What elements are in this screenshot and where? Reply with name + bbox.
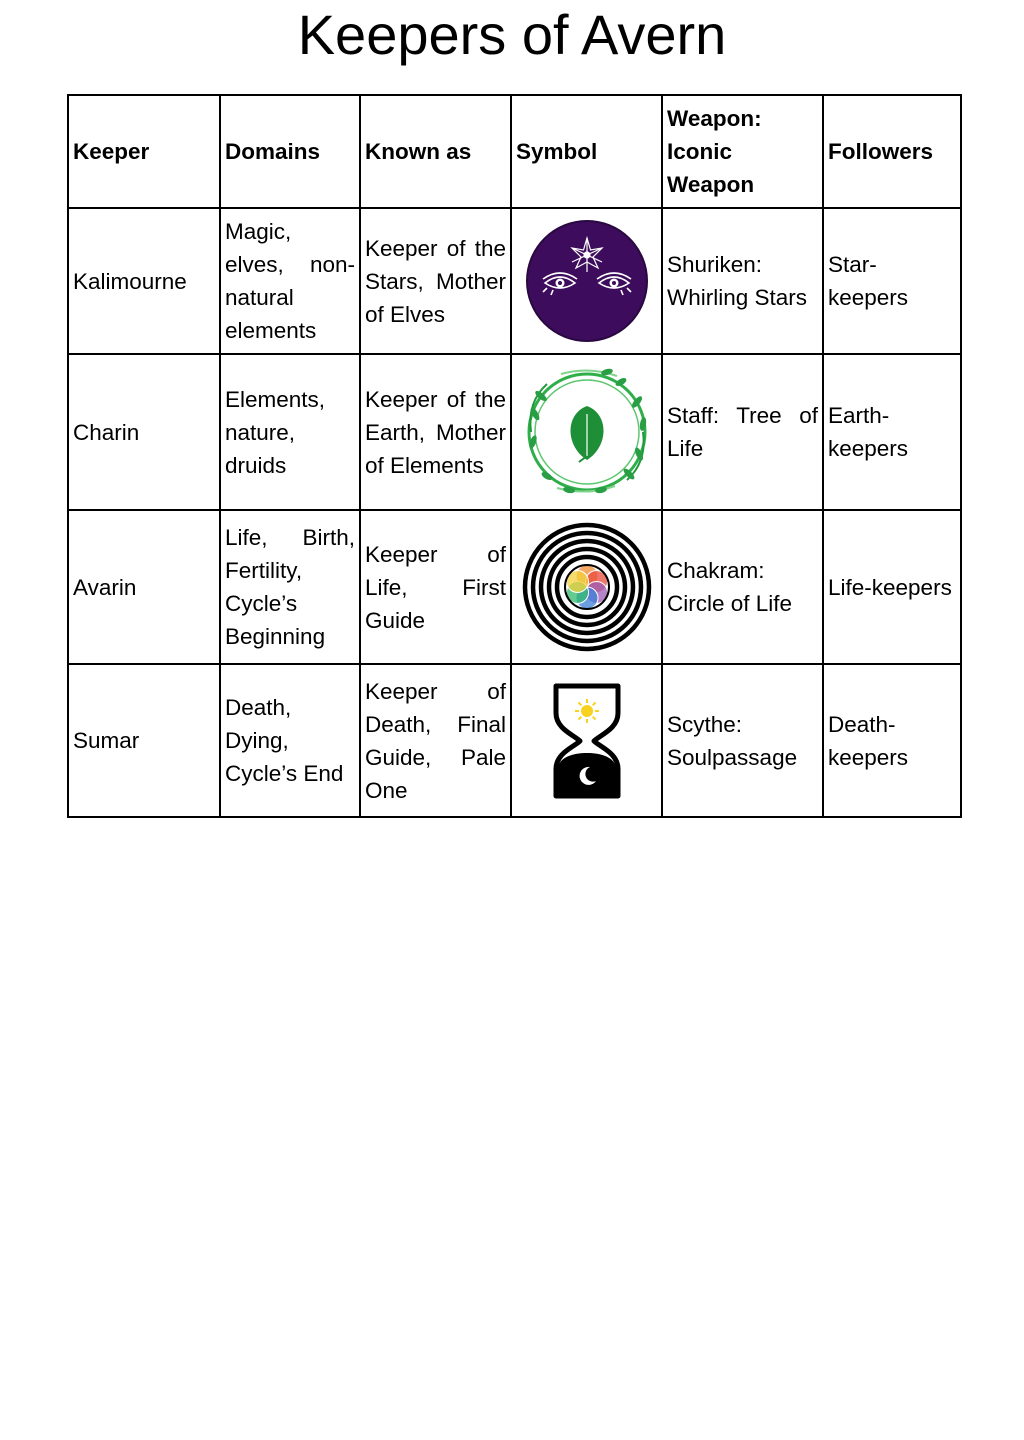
known-as-cell: Keeper of Life, First Guide xyxy=(359,509,512,665)
symbol-cell xyxy=(510,509,663,665)
domains-cell: Elements, nature, druids xyxy=(219,353,361,511)
domains-cell: Death, Dying, Cycle’s End xyxy=(219,663,361,818)
keeper-cell: Avarin xyxy=(67,509,221,665)
header-keeper: Keeper xyxy=(67,94,221,209)
weapon-cell: Shuriken: Whirling Stars xyxy=(661,207,824,355)
table-row: Avarin Life, Birth, Fertility, Cycle’s B… xyxy=(67,509,962,665)
hourglass-sun-moon-icon xyxy=(553,683,620,798)
keeper-cell: Kalimourne xyxy=(67,207,221,355)
table-row: Sumar Death, Dying, Cycle’s End Keeper o… xyxy=(67,663,962,818)
leaf-wreath-icon xyxy=(527,368,646,494)
weapon-cell: Scythe: Soulpassage xyxy=(661,663,824,818)
header-row: Keeper Domains Known as Symbol Weapon: I… xyxy=(67,94,962,209)
header-followers: Followers xyxy=(822,94,962,209)
keeper-cell: Sumar xyxy=(67,663,221,818)
spiral-flower-of-life-icon xyxy=(522,522,651,652)
keepers-table: Keeper Domains Known as Symbol Weapon: I… xyxy=(67,94,962,818)
header-known-as: Known as xyxy=(359,94,512,209)
page-title: Keepers of Avern xyxy=(297,3,727,66)
known-as-cell: Keeper of the Stars, Mother of Elves xyxy=(359,207,512,355)
table-row: Kalimourne Magic, elves, non-natural ele… xyxy=(67,207,962,355)
star-eyes-icon xyxy=(525,220,648,342)
followers-cell: Earth-keepers xyxy=(822,353,962,511)
followers-cell: Star-keepers xyxy=(822,207,962,355)
followers-cell: Death-keepers xyxy=(822,663,962,818)
symbol-cell xyxy=(510,663,663,818)
header-weapon: Weapon: Iconic Weapon xyxy=(661,94,824,209)
known-as-cell: Keeper of the Earth, Mother of Elements xyxy=(359,353,512,511)
weapon-cell: Staff: Tree of Life xyxy=(661,353,824,511)
table-row: Charin Elements, nature, druids Keeper o… xyxy=(67,353,962,511)
domains-cell: Magic, elves, non-natural elements xyxy=(219,207,361,355)
keeper-cell: Charin xyxy=(67,353,221,511)
symbol-cell xyxy=(510,207,663,355)
known-as-cell: Keeper of Death, Final Guide, Pale One xyxy=(359,663,512,818)
domains-cell: Life, Birth, Fertility, Cycle’s Beginnin… xyxy=(219,509,361,665)
header-symbol: Symbol xyxy=(510,94,663,209)
symbol-cell xyxy=(510,353,663,511)
followers-cell: Life-keepers xyxy=(822,509,962,665)
header-domains: Domains xyxy=(219,94,361,209)
weapon-cell: Chakram: Circle of Life xyxy=(661,509,824,665)
